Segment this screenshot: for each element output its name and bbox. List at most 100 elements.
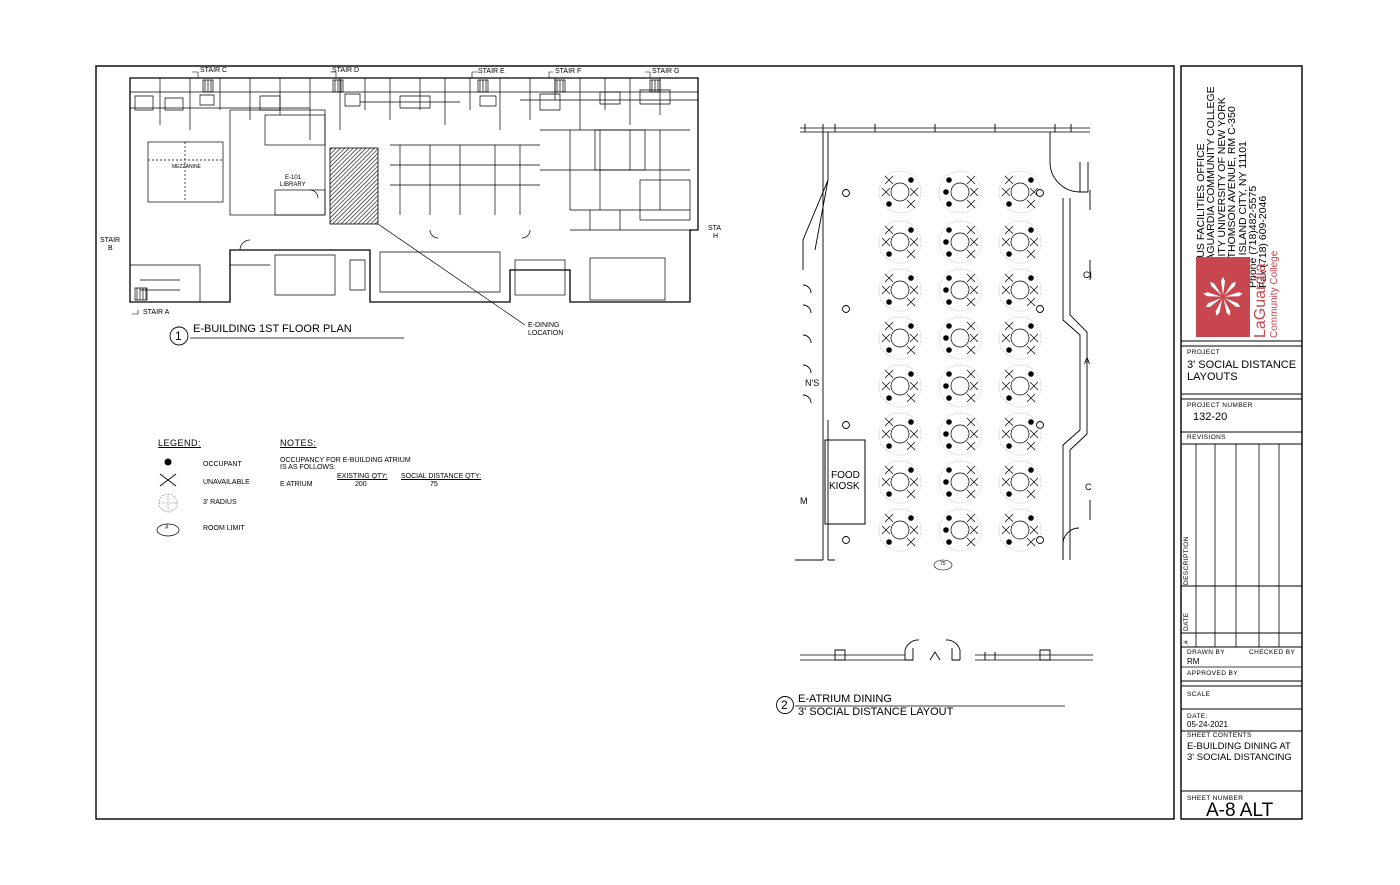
occupant-seat [886, 539, 892, 545]
table-group [998, 364, 1042, 408]
food-kiosk-label-2: KIOSK [829, 481, 860, 492]
logo-name: LaGuardia [1252, 263, 1269, 338]
atrium-plan-2 [795, 124, 1093, 661]
unavailable-seat [1026, 537, 1036, 547]
unavailable-seat [881, 237, 891, 247]
unavailable-seat [966, 321, 976, 331]
table-group [878, 460, 922, 504]
unavailable-seat [969, 477, 979, 487]
dining-location-callout-2: LOCATION [528, 330, 564, 337]
occupant-seat [908, 467, 914, 473]
unavailable-seat [1029, 333, 1039, 343]
unavailable-seat [966, 273, 976, 283]
unavailable-seat [881, 525, 891, 535]
project-number: 132-20 [1193, 411, 1228, 423]
occupant-seat [1006, 443, 1012, 449]
occupant-seat [908, 323, 914, 329]
occupant-seat [943, 479, 949, 485]
unavailable-seat [884, 175, 894, 185]
unavailable-seat [1026, 441, 1036, 451]
notes-row-label: E ATRIUM [280, 481, 313, 488]
unavailable-seat [1004, 321, 1014, 331]
unavailable-seat [969, 237, 979, 247]
legend-symbols [156, 458, 180, 537]
occupant-seat [1006, 539, 1012, 545]
notes-heading: NOTES: [280, 438, 317, 448]
unavailable-seat [1029, 187, 1039, 197]
table-group [938, 170, 982, 214]
unavailable-seat [969, 187, 979, 197]
unavailable-seat [969, 525, 979, 535]
unavailable-seat [881, 429, 891, 439]
notes-row-social: 75 [430, 481, 438, 488]
unavailable-seat [909, 477, 919, 487]
drawn-by-value: RM [1187, 657, 1200, 666]
plan1-number: 1 [175, 329, 182, 343]
unavailable-seat [1004, 369, 1014, 379]
unavailable-seat [909, 187, 919, 197]
occupant-seat [1006, 395, 1012, 401]
college-logo [1196, 257, 1250, 337]
table-group [938, 268, 982, 312]
occupant-seat [1028, 227, 1034, 233]
legend-heading: LEGEND: [158, 438, 202, 448]
unavailable-seat [1001, 477, 1011, 487]
checked-by-label: CHECKED BY [1249, 649, 1296, 656]
date-label: DATE: [1187, 713, 1208, 720]
occupant-seat [1028, 275, 1034, 281]
unavailable-seat [966, 297, 976, 307]
table-group [878, 268, 922, 312]
unavailable-seat [969, 429, 979, 439]
plan1-title: E-BUILDING 1ST FLOOR PLAN [193, 323, 352, 335]
unavailable-seat [881, 285, 891, 295]
occupant-seat [1006, 347, 1012, 353]
plan2-title-line2: 3' SOCIAL DISTANCE LAYOUT [798, 706, 954, 718]
unavailable-seat [966, 175, 976, 185]
table-group [998, 508, 1042, 552]
occupant-seat [886, 491, 892, 497]
occupant-seat [946, 395, 952, 401]
occupant-icon [164, 458, 172, 466]
table-group [878, 316, 922, 360]
occupant-seat [946, 227, 952, 233]
sheet-contents-2: 3' SOCIAL DISTANCING [1187, 752, 1292, 763]
sheet-number-label: SHEET NUMBER [1187, 795, 1244, 802]
occupant-seat [946, 323, 952, 329]
unavailable-seat [909, 237, 919, 247]
star-logo-icon [1203, 277, 1243, 316]
scale-label: SCALE [1187, 691, 1211, 698]
occupant-seat [908, 515, 914, 521]
edge-label-a: A [1084, 356, 1091, 366]
occupant-seat [886, 443, 892, 449]
occupant-seat [1006, 491, 1012, 497]
occupant-seat [1028, 467, 1034, 473]
edge-label-c2: C [1085, 482, 1092, 492]
occupant-seat [946, 201, 952, 207]
table-group [998, 412, 1042, 456]
occupant-seat [886, 201, 892, 207]
unavailable-seat [906, 297, 916, 307]
occupant-seat [908, 419, 914, 425]
unavailable-seat [1029, 285, 1039, 295]
sheet-contents-label: SHEET CONTENTS [1187, 732, 1252, 739]
unavailable-seat [1029, 477, 1039, 487]
description-col-label: DESCRIPTION [1183, 536, 1190, 585]
stair-e-label: STAIR E [478, 68, 505, 75]
plan2-title-marker [776, 696, 1065, 714]
unavailable-seat [906, 393, 916, 403]
occupant-seat [946, 347, 952, 353]
table-group [938, 412, 982, 456]
legend-unavailable: UNAVAILABLE [203, 479, 250, 486]
unavailable-seat [906, 249, 916, 259]
table-group [998, 170, 1042, 214]
unavailable-seat [884, 369, 894, 379]
unavailable-seat [969, 333, 979, 343]
date-value: 05-24-2021 [1187, 720, 1228, 729]
edge-label-c1: CI [1083, 270, 1092, 280]
occupant-seat [886, 395, 892, 401]
stair-h-letter: H [713, 233, 719, 240]
unavailable-seat [909, 285, 919, 295]
table-group [998, 460, 1042, 504]
notes-line-1: OCCUPANCY FOR E-BUILDING ATRIUM [280, 457, 411, 464]
